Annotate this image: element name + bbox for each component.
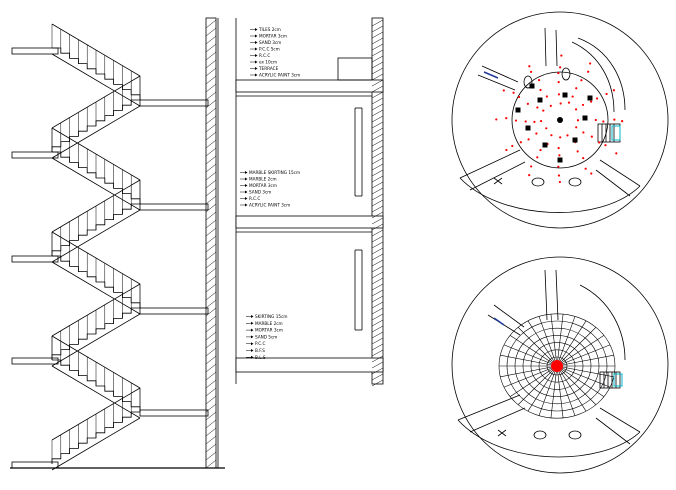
annotation-line: ACRYLIC PAINT 3cm	[249, 203, 290, 208]
column	[525, 125, 531, 131]
annotation-line: SAND 5cm	[255, 334, 277, 339]
annotation-line: P.C.C 5cm	[259, 47, 280, 52]
column	[537, 97, 543, 103]
column	[572, 137, 578, 143]
annotation-line: SAND 3cm	[259, 40, 281, 45]
annotation-line: B.L.S	[255, 355, 266, 360]
annotation-line: SAND 3cm	[249, 190, 271, 195]
column	[542, 142, 548, 148]
stair-landing	[11, 357, 59, 365]
stair-landing	[139, 409, 209, 417]
annotation-line: TILES 2cm	[258, 27, 281, 32]
wall-section	[235, 17, 384, 385]
center-column	[557, 117, 563, 123]
staircase-section	[10, 17, 225, 471]
lower-plan-radial-grid	[493, 313, 623, 419]
circular-plan-lower	[451, 256, 669, 474]
center-marker	[551, 360, 563, 372]
annotation-line: MORTAR 3cm	[249, 183, 277, 188]
annotation-line: P.C.C	[255, 341, 265, 346]
stair-landing	[139, 99, 209, 107]
circular-plan-upper	[451, 11, 669, 229]
stair-landing	[139, 203, 209, 211]
stair-landing	[11, 255, 59, 263]
annotation-line: B.F.S	[255, 348, 265, 353]
annotation-line: ACRYLIC PAINT 3cm	[259, 73, 300, 78]
column	[557, 157, 563, 163]
stair-landing	[11, 151, 59, 159]
wall-hatch	[205, 19, 384, 469]
annotation-line: TERRACE	[258, 66, 279, 71]
stair-landing	[11, 47, 59, 55]
annotation-line: SKIRTING 15cm	[255, 314, 287, 319]
column	[529, 83, 535, 89]
annotation-line: R.C.C	[249, 196, 260, 201]
stair-landing	[139, 307, 209, 315]
stair-landing	[11, 461, 59, 469]
annotation-line: MARBLE 2cm	[255, 321, 283, 326]
annotation-line: MORTAR 3cm	[259, 34, 287, 39]
annotation-line: MARBLE 2cm	[249, 177, 277, 182]
annotation-line: MORTAR 3cm	[255, 328, 283, 333]
column	[562, 92, 568, 98]
column	[587, 95, 593, 101]
upper-plan-columns	[483, 54, 624, 184]
annotation-line: ex 10cm	[259, 60, 277, 65]
annotation-line: R.C.C	[259, 53, 270, 58]
column	[515, 107, 521, 113]
column	[582, 115, 588, 121]
annotation-line: MARBLE SKIRTING 15cm	[249, 170, 300, 175]
